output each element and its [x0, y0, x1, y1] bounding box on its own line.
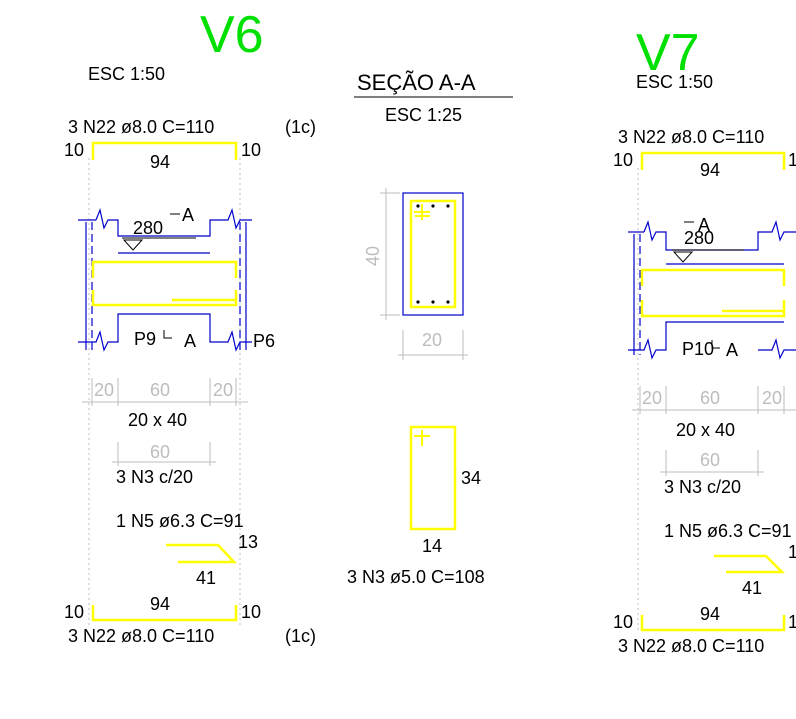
v6-dim-20-right: 20	[213, 380, 233, 400]
v6-level-marker-icon	[122, 239, 144, 251]
section-width-dimension	[398, 330, 468, 360]
v7-span-dimension	[632, 386, 796, 414]
v6-main-rebar-bottom	[91, 290, 238, 307]
v6-top-bar-shape	[91, 141, 238, 160]
v7-n5-length: 41	[742, 578, 762, 598]
section-height: 40	[363, 246, 383, 266]
v7-n5-hook: 13	[788, 542, 796, 562]
v6-beam-elevation	[78, 207, 252, 352]
v6-section-top-label: A	[182, 205, 194, 225]
v6-top-bar-label: 3 N22 ø8.0 C=110	[68, 117, 214, 137]
v6-pillar-left: P9	[134, 329, 156, 349]
v6-dim-20-left: 20	[94, 380, 114, 400]
v7-top-bar-label: 3 N22 ø8.0 C=110	[618, 127, 764, 147]
v7-section-top-label: A	[698, 215, 710, 235]
v6-dim-60: 60	[150, 380, 170, 400]
v7-level-280: 280	[684, 228, 714, 248]
section-aa-detail: SEÇÃO A-A ESC 1:25 40 20 34 14 3	[347, 70, 513, 587]
v7-pillar-left: P10	[682, 339, 714, 359]
v6-top-layer: (1c)	[285, 117, 316, 137]
v7-dim-60: 60	[700, 388, 720, 408]
v6-section-size: 20 x 40	[128, 410, 187, 430]
section-bars	[416, 204, 450, 304]
v7-section-size: 20 x 40	[676, 420, 735, 440]
v7-n5-label: 1 N5 ø6.3 C=91	[664, 521, 792, 541]
v6-title: V6	[200, 6, 264, 64]
section-title: SEÇÃO A-A	[357, 70, 476, 95]
v6-stirrup-label: 3 N3 c/20	[116, 467, 193, 487]
v7-section-bottom-label: A	[726, 340, 738, 360]
v7-dim-20-right: 20	[762, 388, 782, 408]
v6-n5-length: 41	[196, 568, 216, 588]
section-scale: ESC 1:25	[385, 105, 462, 125]
v7-main-rebar-bottom	[640, 300, 786, 318]
v7-bot-length: 94	[700, 604, 720, 624]
v7-stirrup-span-dimension	[660, 450, 764, 476]
stirrup-shape	[409, 425, 457, 531]
v7-beam-elevation	[628, 219, 796, 360]
v6-stirrup-span-dimension	[112, 442, 216, 466]
v6-section-cut-bottom	[163, 330, 172, 339]
beam-v7-detail: V7 ESC 1:50 3 N22 ø8.0 C=110 10 10 94 A …	[613, 24, 796, 656]
stirrup-height: 34	[461, 468, 481, 488]
v6-main-rebar-top	[91, 260, 238, 278]
v6-bot-hook-right: 10	[241, 602, 261, 622]
v7-title: V7	[636, 24, 700, 82]
stirrup-label: 3 N3 ø5.0 C=108	[347, 567, 485, 587]
v6-pillar-right: P6	[253, 331, 275, 351]
v6-stirrup-span: 60	[150, 442, 170, 462]
v6-top-hook-right: 10	[241, 140, 261, 160]
v7-main-rebar-top	[640, 268, 786, 286]
v7-stirrup-label: 3 N3 c/20	[664, 477, 741, 497]
v7-top-length: 94	[700, 160, 720, 180]
v6-bot-layer: (1c)	[285, 626, 316, 646]
v7-level-marker-icon	[672, 251, 694, 263]
v7-stirrup-span: 60	[700, 450, 720, 470]
v7-top-hook-left: 10	[613, 150, 633, 170]
v6-n5-label: 1 N5 ø6.3 C=91	[116, 511, 244, 531]
v6-span-dimension	[82, 378, 248, 406]
v6-section-bottom-label: A	[184, 331, 196, 351]
v6-n5-bar-shape	[166, 543, 237, 564]
v7-bot-hook-right: 10	[788, 612, 796, 632]
section-width: 20	[422, 330, 442, 350]
v7-top-bar-shape	[640, 151, 786, 170]
v6-bot-length: 94	[150, 594, 170, 614]
v6-scale: ESC 1:50	[88, 64, 165, 84]
section-stirrup	[409, 199, 457, 309]
stirrup-width: 14	[422, 536, 442, 556]
v7-bot-bar-label: 3 N22 ø8.0 C=110	[618, 636, 764, 656]
v7-n5-bar-shape	[714, 554, 786, 574]
v7-dim-20-left: 20	[642, 388, 662, 408]
v6-top-length: 94	[150, 152, 170, 172]
v6-top-hook-left: 10	[64, 140, 84, 160]
v6-n5-hook: 13	[238, 532, 258, 552]
v6-bot-hook-left: 10	[64, 602, 84, 622]
v7-bot-hook-left: 10	[613, 612, 633, 632]
beam-v6-detail: V6 ESC 1:50 3 N22 ø8.0 C=110 (1c) 10 10 …	[64, 6, 316, 646]
v6-bot-bar-label: 3 N22 ø8.0 C=110	[68, 626, 214, 646]
section-height-dimension	[380, 188, 400, 320]
v7-top-hook-right: 10	[788, 150, 796, 170]
v6-level-280: 280	[133, 218, 163, 238]
v6-bot-bar-shape	[91, 605, 238, 622]
v7-section-cut-bottom	[711, 340, 720, 349]
v7-bot-bar-shape	[640, 615, 786, 632]
v7-scale: ESC 1:50	[636, 72, 713, 92]
section-concrete-outline	[402, 192, 464, 316]
